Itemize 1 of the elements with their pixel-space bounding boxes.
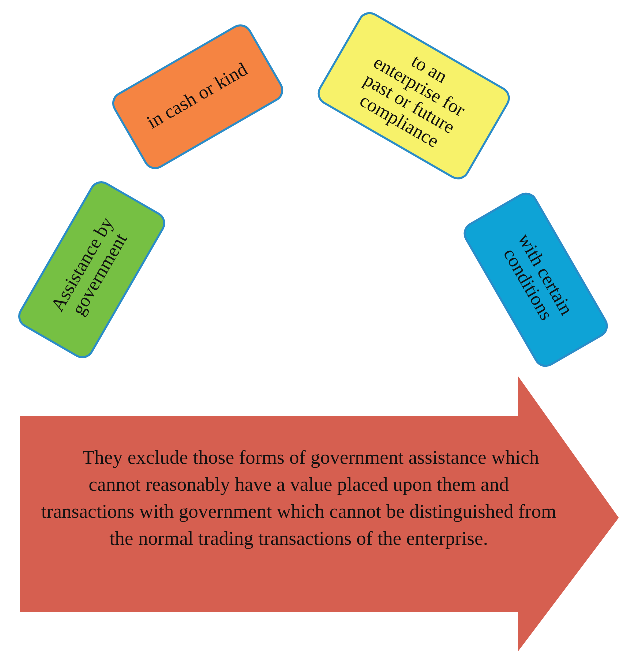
note-text: They exclude those forms of government assistance which cannot reasonably have a value placed upon them and transactions with government which cannot be distinguished from the normal trading transactions of the enterprise. (40, 447, 558, 552)
